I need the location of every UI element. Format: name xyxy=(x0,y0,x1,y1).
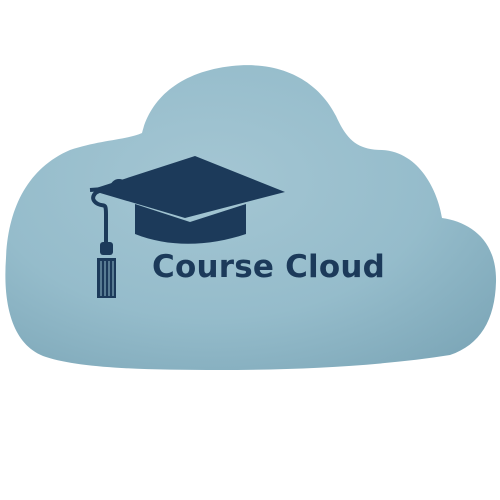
cloud-shape xyxy=(5,65,497,370)
cap-board xyxy=(90,156,285,218)
cap-crown xyxy=(135,204,246,244)
tassel-fringe xyxy=(97,258,116,298)
graduation-cap-icon xyxy=(89,156,285,298)
tassel-cord xyxy=(91,188,108,246)
tassel-knot xyxy=(100,242,113,255)
brand-name: Course Cloud xyxy=(152,249,386,285)
tassel-button xyxy=(110,179,128,197)
